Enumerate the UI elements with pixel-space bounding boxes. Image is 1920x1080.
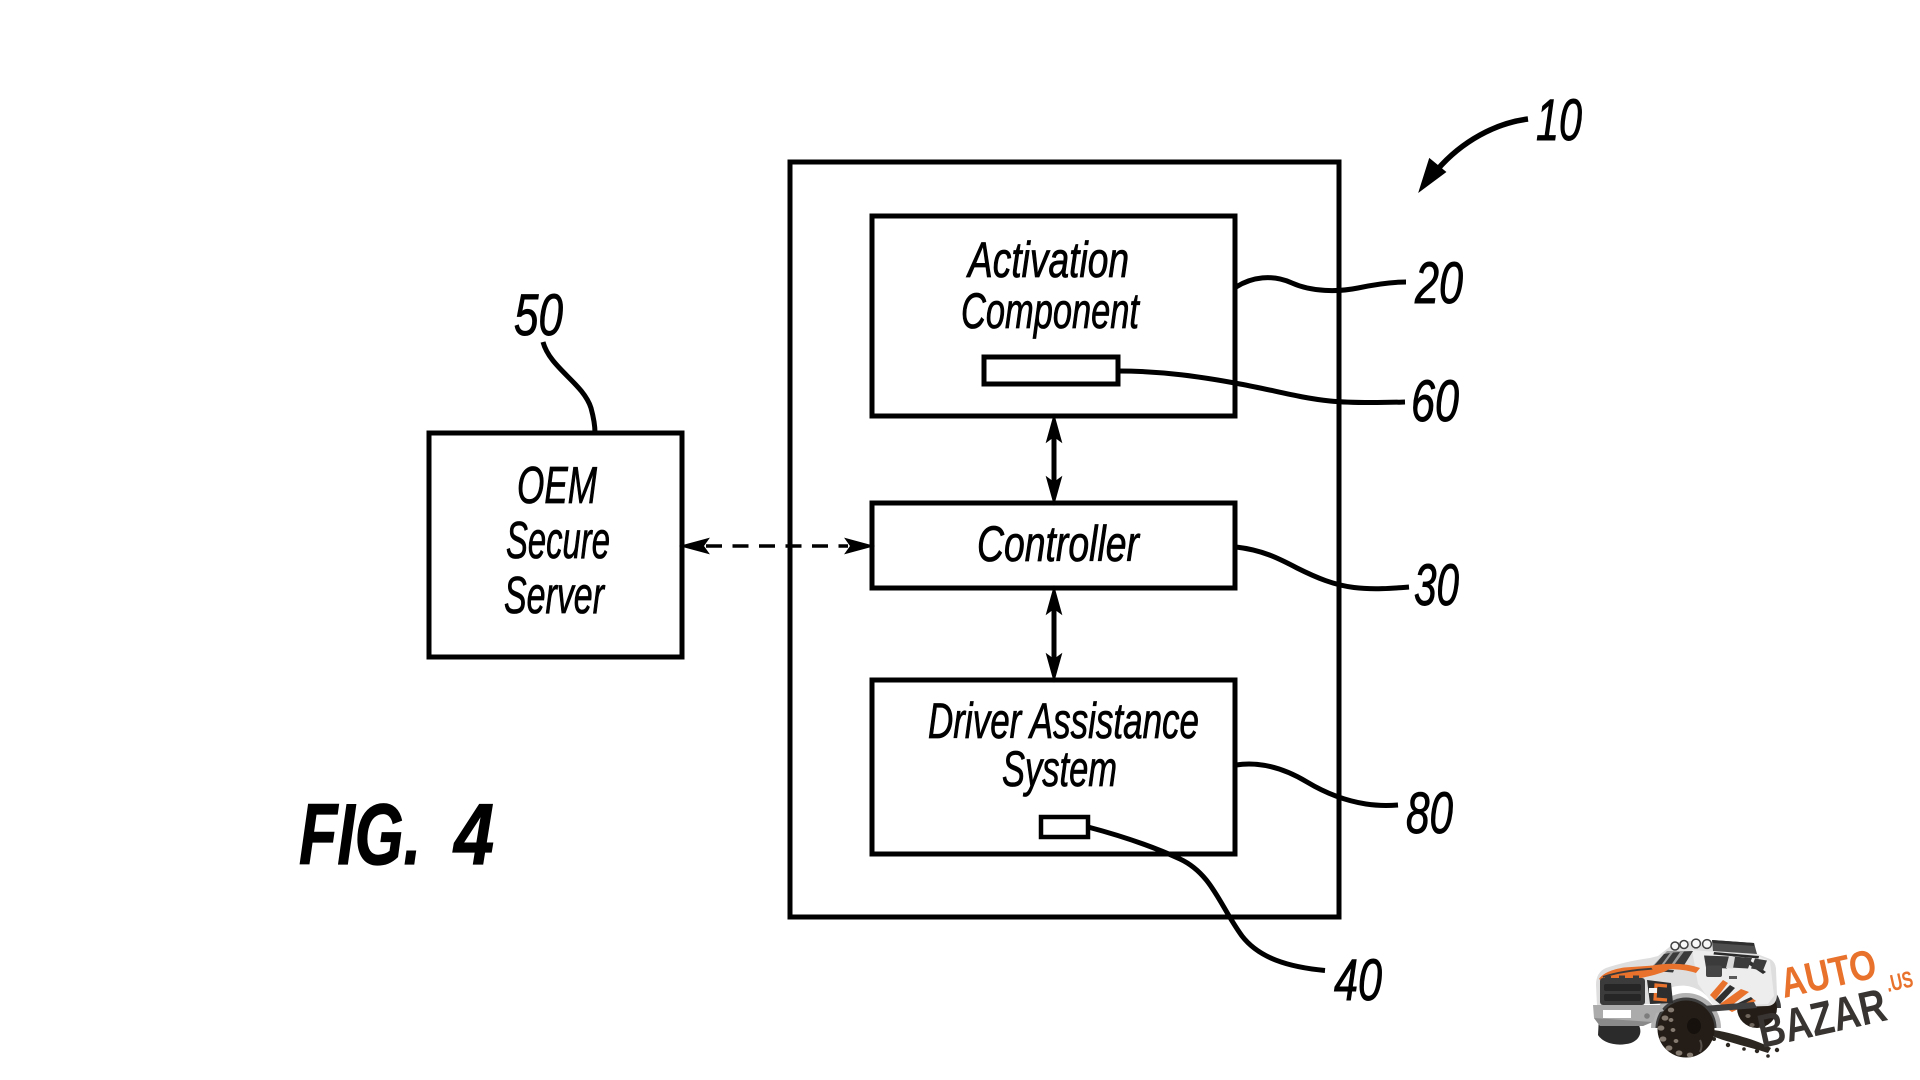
svg-text:Activation: Activation [966, 232, 1129, 288]
svg-text:Driver Assistance: Driver Assistance [928, 693, 1199, 749]
svg-text:Server: Server [504, 567, 606, 625]
svg-text:4: 4 [452, 787, 494, 883]
svg-text:50: 50 [514, 283, 563, 348]
svg-text:FIG.: FIG. [299, 787, 421, 883]
svg-text:60: 60 [1411, 369, 1459, 434]
svg-text:20: 20 [1414, 251, 1463, 316]
svg-text:Controller: Controller [977, 516, 1141, 572]
svg-text:.US: .US [1883, 966, 1915, 997]
svg-text:10: 10 [1536, 88, 1582, 153]
svg-text:System: System [1002, 741, 1117, 797]
svg-text:30: 30 [1414, 553, 1459, 618]
svg-text:40: 40 [1334, 948, 1382, 1013]
svg-text:OEM: OEM [517, 457, 597, 515]
svg-text:Component: Component [961, 283, 1140, 339]
svg-text:80: 80 [1406, 781, 1453, 846]
svg-text:Secure: Secure [506, 512, 610, 570]
